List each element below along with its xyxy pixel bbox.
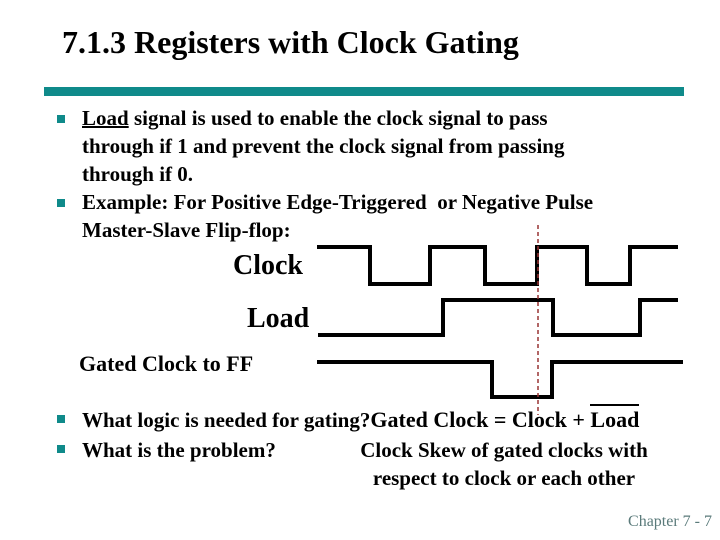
page-number: Chapter 7 - 7 — [628, 513, 712, 530]
gated-waveform — [317, 360, 683, 399]
bullet1-line1: Load signal is used to enable the clock … — [82, 104, 564, 132]
load-waveform — [318, 298, 678, 337]
clock-label: Clock — [233, 250, 303, 281]
bullet-item-load: Load signal is used to enable the clock … — [82, 104, 564, 188]
bullet-square-icon — [57, 415, 65, 423]
bullet-item-gating-question: What logic is needed for gating?Gated Cl… — [82, 404, 640, 434]
bullet-square-icon — [57, 199, 65, 207]
title-divider — [44, 87, 684, 96]
bullet-item-example: Example: For Positive Edge-Triggered or … — [82, 188, 593, 244]
gated-clock-label: Gated Clock to FF — [79, 351, 254, 376]
clock-waveform — [317, 245, 678, 286]
bullet2-line1: Example: For Positive Edge-Triggered or … — [82, 190, 594, 214]
bullet2-line2: Master-Slave Flip-flop: — [82, 218, 291, 242]
page-title: 7.1.3 Registers with Clock Gating — [62, 24, 519, 60]
problem-question: What is the problem? — [82, 438, 276, 462]
formula-lhs: Gated Clock = Clock + — [370, 407, 591, 432]
gating-question: What logic is needed for gating? — [82, 408, 371, 432]
clock-skew-answer: Clock Skew of gated clocks with respect … — [338, 436, 670, 492]
gated-clock-formula: Gated Clock = Clock + Load — [370, 404, 640, 432]
load-label: Load — [247, 303, 310, 334]
bullet-square-icon — [57, 445, 65, 453]
load-underlined-word: Load — [82, 106, 129, 130]
bullet1-line3: through if 0. — [82, 162, 194, 186]
formula-load-overlined: Load — [590, 404, 640, 432]
bullet1-line1-rest: signal is used to enable the clock signa… — [128, 106, 548, 130]
bullet-square-icon — [57, 115, 65, 123]
answer-line2: respect to clock or each other — [372, 466, 636, 490]
answer-line1: Clock Skew of gated clocks with — [360, 438, 648, 462]
bullet1-line2: through if 1 and prevent the clock signa… — [82, 134, 565, 158]
